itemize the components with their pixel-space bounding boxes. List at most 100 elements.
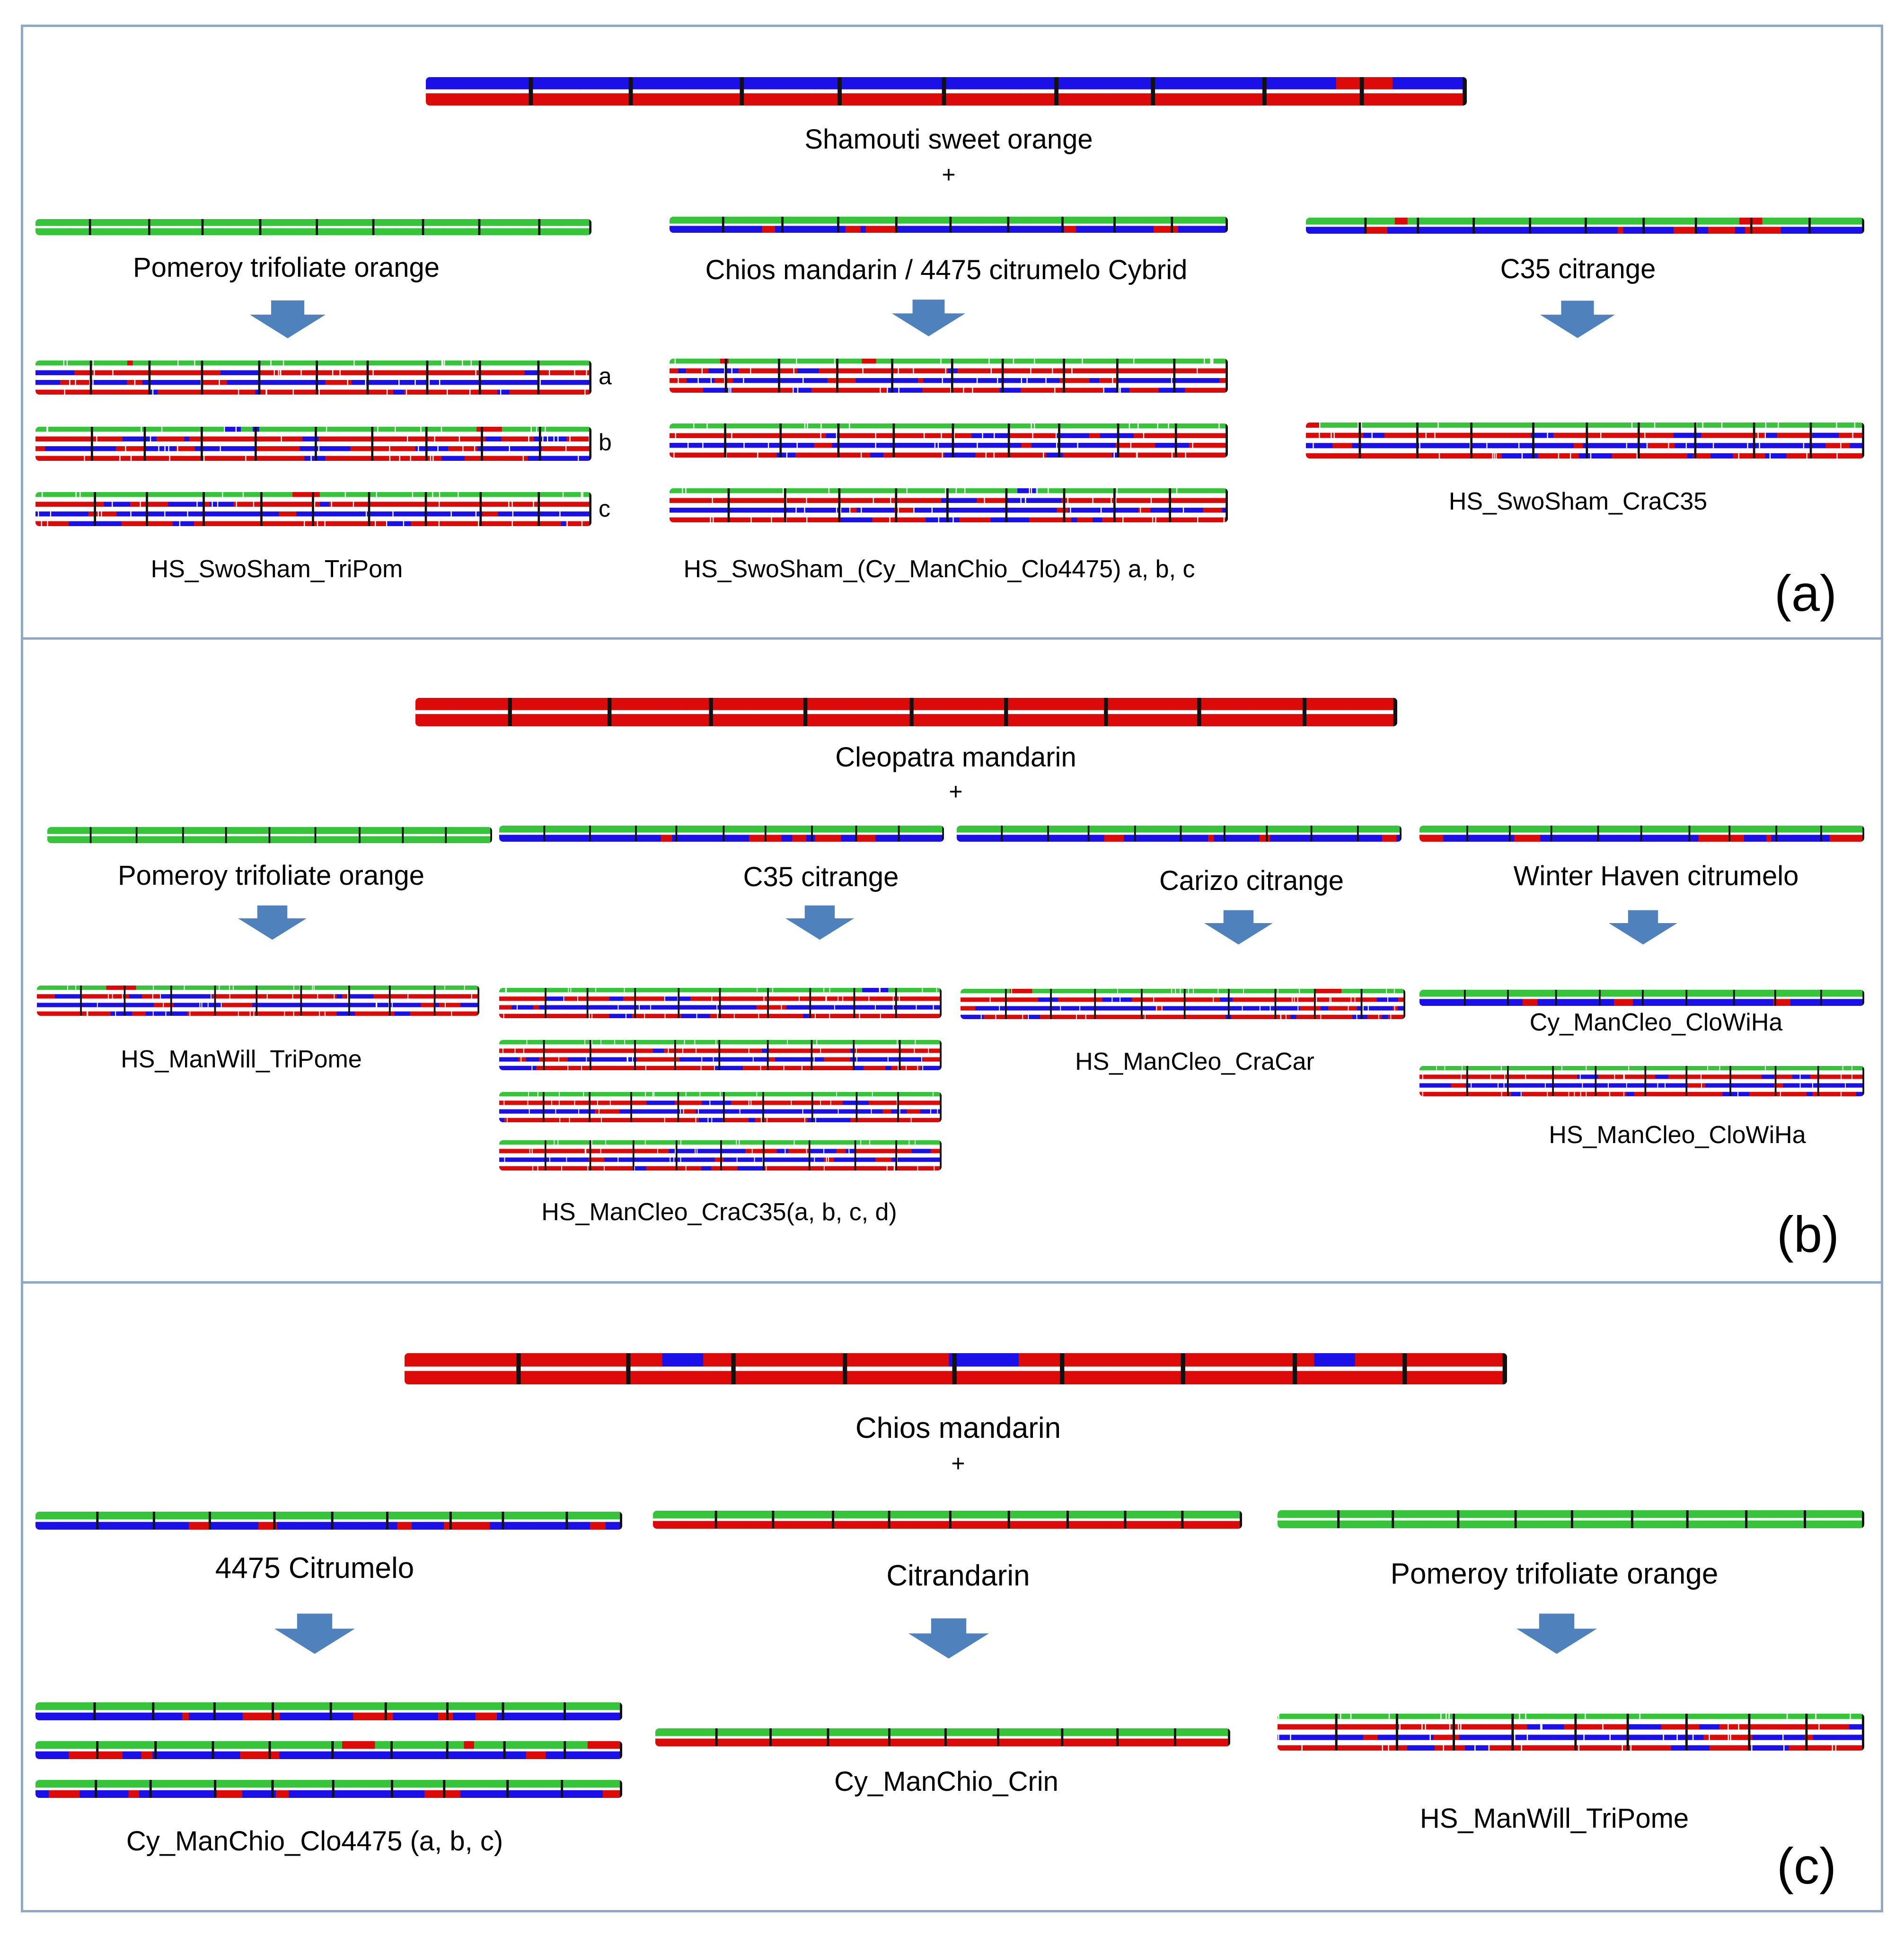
chromosome-segment [742, 698, 799, 710]
chromosome-segment [243, 228, 258, 235]
segment-gap [334, 994, 335, 999]
segment-gap [1624, 1074, 1625, 1079]
segment-gap [1493, 453, 1495, 458]
chromosome-segment [536, 1065, 544, 1070]
segment-gap [270, 361, 272, 366]
chromosome-segment [1393, 77, 1454, 89]
segment-gap [1521, 453, 1523, 458]
chromosome-segment [597, 1013, 609, 1018]
chromosome-segment [1762, 218, 1788, 225]
segment-gap [559, 1118, 561, 1122]
chromosome-boundary [1514, 1510, 1517, 1528]
segment-gap [557, 1140, 559, 1145]
chromosome-segment [1667, 227, 1674, 234]
chromosome-segment [813, 508, 825, 513]
chromosome-segment [184, 436, 190, 441]
chromosome-segment [1179, 359, 1213, 364]
chromosome-boundary [772, 1511, 775, 1529]
chromosome-segment [546, 1040, 576, 1045]
chromosome-segment [160, 1780, 179, 1788]
chromosome-segment [243, 1512, 250, 1520]
chromosome-segment [557, 1741, 579, 1749]
segment-gap [739, 1140, 740, 1145]
chromosome-segment [1749, 1092, 1762, 1096]
segment-gap [584, 389, 586, 395]
segment-gap [1103, 387, 1104, 393]
chromosome-segment [555, 1371, 591, 1384]
chromosome-boundary [1820, 990, 1822, 1006]
segment-gap [624, 988, 625, 993]
chromosome-segment [740, 826, 767, 833]
chromosome-boundary [1181, 1353, 1185, 1384]
chromosome-segment [343, 827, 373, 834]
segment-gap [899, 1109, 900, 1114]
chromosome-segment [1169, 1006, 1198, 1011]
chromosome-segment [1632, 999, 1656, 1006]
chromosome-segment [985, 997, 998, 1002]
chromosome-boundary [564, 1702, 566, 1720]
segment-gap [815, 1118, 816, 1122]
chromosome-segment [1804, 999, 1833, 1006]
chromosome-segment [120, 1512, 159, 1520]
chromosome-segment [834, 1005, 860, 1010]
chromosome-segment [407, 836, 422, 843]
segment-gap [471, 994, 472, 999]
chromosome-segment [690, 996, 697, 1001]
chromosome-segment [809, 1166, 818, 1171]
segment-gap [916, 1005, 917, 1010]
chromosome-segment [870, 452, 884, 458]
chromosome-segment [1773, 999, 1791, 1006]
chromosome-segment [357, 436, 367, 441]
chromosome-segment [1489, 1510, 1527, 1518]
chromosome-segment [777, 1040, 802, 1045]
chromosome-segment [420, 1751, 447, 1759]
segment-gap [758, 1013, 759, 1018]
segment-gap [898, 508, 899, 513]
chromosome-segment [651, 1118, 655, 1122]
chromosome-segment [555, 492, 564, 497]
chromosome-segment [560, 698, 571, 710]
chromosome-segment [634, 1109, 642, 1114]
chromosome-segment [530, 1702, 549, 1710]
chromosome-segment [661, 1092, 685, 1097]
segment-gap [1137, 423, 1139, 429]
segment-gap [1626, 1083, 1627, 1088]
chromosome-segment [1664, 826, 1674, 833]
segment-gap [1602, 1724, 1604, 1730]
segment-gap [1676, 1734, 1678, 1740]
chromosome-segment [1238, 826, 1267, 833]
chromosome-segment [178, 1780, 186, 1788]
chromosome-segment [562, 502, 591, 507]
chromosome-segment [623, 996, 632, 1001]
chromosome-segment [826, 1092, 838, 1097]
chromosome-segment [660, 77, 709, 89]
chromosome-segment [531, 835, 553, 842]
segment-gap [597, 1101, 598, 1105]
chromosome-segment [472, 827, 483, 834]
chromosome-segment [656, 1140, 684, 1145]
chromosome-segment [907, 1118, 937, 1122]
chromosome-segment [1561, 423, 1597, 428]
segment-gap [1297, 997, 1298, 1002]
segment-gap [1171, 989, 1172, 994]
segment-gap [1020, 498, 1022, 503]
segment-gap [953, 433, 955, 438]
chromosome-segment [895, 1511, 927, 1519]
chromosome-segment [1333, 1734, 1364, 1740]
chromosome-segment [670, 508, 707, 513]
chromosome-segment [896, 826, 905, 833]
chromosome-segment [635, 714, 691, 726]
chromosome-segment [1171, 1521, 1187, 1529]
chromosome-segment [509, 389, 541, 395]
chromosome-segment [654, 1013, 661, 1018]
chromosome-segment [862, 988, 889, 993]
chromosome-segment [1593, 1745, 1622, 1751]
segment-gap [1585, 1714, 1586, 1719]
chromosome-segment [1296, 1014, 1321, 1019]
somatic-hybrid-karyotype [35, 427, 591, 461]
chromosome-segment [35, 370, 56, 375]
chromosome-boundary [449, 1512, 452, 1530]
chromosome-boundary [854, 1140, 856, 1171]
chromosome-segment [895, 93, 947, 106]
chromosome-segment [159, 228, 197, 235]
